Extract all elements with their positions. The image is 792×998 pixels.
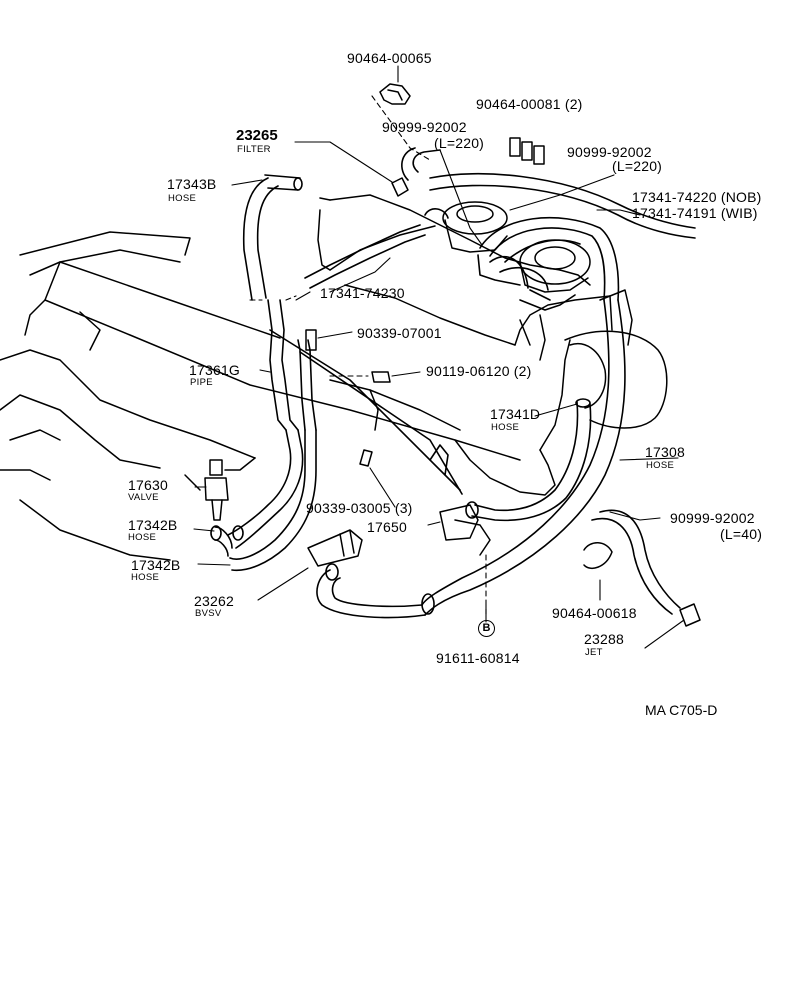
part-name-hose-17342b-b: HOSE (131, 572, 160, 583)
part-qty: (2) (564, 96, 583, 112)
part-number: 17341-74220 (632, 189, 717, 205)
part-number-23265: 23265 (236, 127, 278, 144)
part-number-90464-00065: 90464-00065 (347, 50, 432, 66)
part-number-17341-74220: 17341-74220 (NOB) (632, 190, 762, 204)
throttle-body-outline (442, 201, 668, 429)
part-number-17341-74230: 17341-74230 (320, 285, 405, 301)
leader-lines (193, 65, 685, 649)
part-number-17343b: 17343B (167, 176, 217, 192)
part-number-17342b-a: 17342B (128, 517, 178, 533)
part-number: 90464-00081 (476, 96, 561, 112)
part-name-filter: FILTER (237, 144, 271, 155)
part-name-bvsv: BVSV (195, 608, 222, 619)
part-number-90464-00618: 90464-00618 (552, 605, 637, 621)
surge-tank-outline (317, 194, 611, 496)
part-qty-l40: (L=40) (720, 526, 763, 542)
part-number-17341d: 17341D (490, 406, 541, 422)
part-name-valve: VALVE (128, 492, 159, 503)
part-number-17308: 17308 (645, 444, 685, 460)
diagram-reference-code: MA C705-D (645, 702, 718, 718)
part-number-90999-92002-c: 90999-92002 (670, 510, 755, 526)
part-name-hose-17343b: HOSE (168, 193, 197, 204)
part-number-23288: 23288 (584, 631, 624, 647)
part-qty: (3) (394, 500, 413, 516)
part-number-91611-60814: 91611-60814 (436, 650, 520, 666)
part-number-17361g: 17361G (189, 362, 241, 378)
part-name-hose-17341d: HOSE (491, 422, 520, 433)
part-name-hose-17342b-a: HOSE (128, 532, 157, 543)
part-name-hose-17308: HOSE (646, 460, 675, 471)
part-number-17650: 17650 (367, 519, 407, 535)
hoses (210, 147, 696, 619)
part-qty-l220-b: (L=220) (612, 158, 663, 174)
marker-b-badge: B (478, 620, 495, 637)
part-number-17341-74191: 17341-74191 (WIB) (632, 206, 758, 220)
part-qty: (2) (513, 363, 532, 379)
part-number-90999-92002-b: 90999-92002 (567, 144, 652, 160)
part-number-90464-00081: 90464-00081 (2) (476, 97, 583, 111)
clips-and-fittings (204, 83, 701, 627)
part-name-jet: JET (585, 647, 603, 658)
part-qty: (NOB) (720, 189, 762, 205)
part-number-90119-06120: 90119-06120 (2) (426, 364, 532, 378)
part-number-17630: 17630 (128, 477, 168, 493)
part-number: 90119-06120 (426, 363, 510, 379)
part-qty: (WIB) (720, 205, 758, 221)
part-number-23262: 23262 (194, 593, 234, 609)
part-qty-l220-a: (L=220) (434, 135, 485, 151)
part-number-90339-03005: 90339-03005 (3) (306, 501, 413, 515)
dashed-callout-lines (249, 95, 487, 619)
part-number: 17341-74191 (632, 205, 717, 221)
part-number-17342b-b: 17342B (131, 557, 181, 573)
part-number: 90339-03005 (306, 500, 391, 516)
part-number-90999-92002-a: 90999-92002 (382, 119, 467, 135)
part-number-90339-07001: 90339-07001 (357, 325, 442, 341)
part-name-pipe: PIPE (190, 377, 213, 388)
